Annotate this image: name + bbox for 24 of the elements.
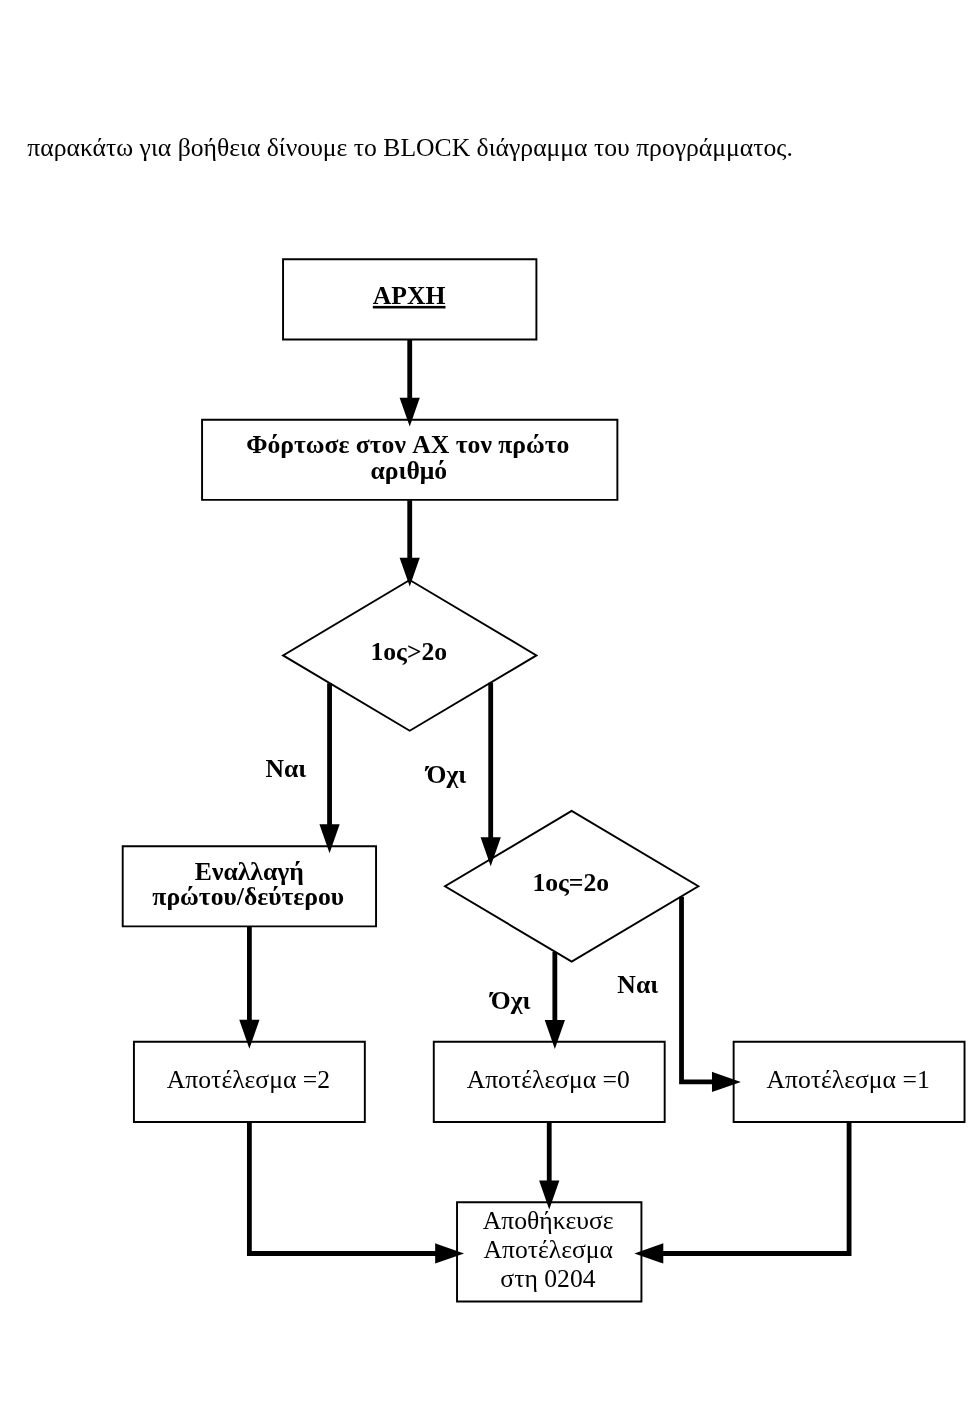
node-box: ΑΡΧΗ bbox=[282, 258, 538, 341]
node-diamond: 1ος>2ο bbox=[281, 578, 539, 732]
arrow bbox=[544, 951, 565, 1050]
node-box: Αποθήκευσε Αποτέλεσμα στη 0204 bbox=[456, 1201, 643, 1303]
node-box: Αποτέλεσμα =0 bbox=[432, 1040, 666, 1123]
arrow bbox=[399, 500, 420, 587]
arrow bbox=[319, 683, 340, 854]
arrow bbox=[246, 1122, 465, 1264]
arrow bbox=[399, 339, 420, 427]
edge-label: Όχι bbox=[490, 986, 531, 1016]
arrow bbox=[634, 1122, 852, 1264]
arrow bbox=[679, 896, 741, 1093]
arrow bbox=[480, 682, 501, 867]
arrow bbox=[239, 926, 260, 1049]
label: παρακάτω για βοήθεια δίνουμε το BLOCK διάγραμμα του προγράμματος. bbox=[27, 133, 793, 163]
node-box: Φόρτωσε στον AX τον πρώτο αριθμό bbox=[201, 418, 619, 501]
arrow bbox=[539, 1122, 560, 1210]
edge-label: Όχι bbox=[426, 760, 467, 790]
node-diamond: 1ος=2ο bbox=[443, 809, 701, 963]
node-box: Εναλλαγή πρώτου/δεύτερου bbox=[121, 845, 377, 928]
node-box: Αποτέλεσμα =2 bbox=[132, 1040, 366, 1123]
node-box: Αποτέλεσμα =1 bbox=[732, 1040, 966, 1123]
edge-label: Ναι bbox=[617, 969, 659, 999]
edge-label: Ναι bbox=[265, 754, 307, 784]
